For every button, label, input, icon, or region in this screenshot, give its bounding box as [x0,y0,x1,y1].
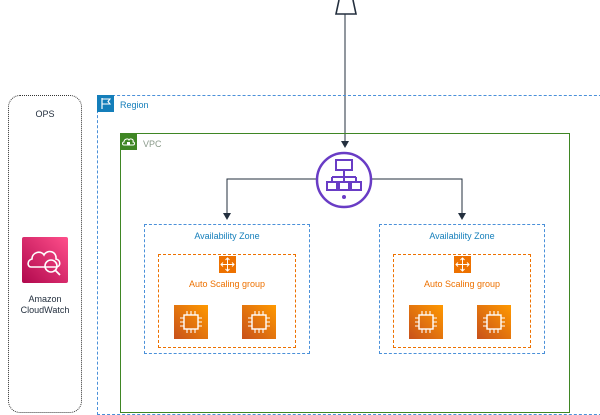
auto-scaling-group-1 [158,254,296,348]
availability-zone-1-label: Availability Zone [194,231,260,241]
vpc-cloud-lock-icon [120,133,137,150]
availability-zone-2-label: Availability Zone [429,231,495,241]
ec2-instance-icon [174,305,208,339]
ec2-instance-icon [242,305,276,339]
cloudwatch-label: Amazon CloudWatch [6,294,84,316]
cloudwatch-icon [22,237,68,283]
ops-title: OPS [35,109,55,119]
availability-zone-2 [379,224,545,354]
elb-to-az2-arrow [372,178,466,220]
auto-scaling-icon [454,256,471,273]
ec2-instance-icon [409,305,443,339]
auto-scaling-group-2 [393,254,531,348]
internet-icon [335,0,357,15]
region-flag-icon [97,95,114,112]
elb-to-az1-arrow [223,178,318,220]
elastic-load-balancer-icon [315,151,373,209]
ec2-instance-icon [477,305,511,339]
connector-arrows [223,14,466,220]
cloudwatch-label-line2: CloudWatch [20,305,70,315]
vpc-label: VPC [143,139,162,149]
auto-scaling-group-2-label: Auto Scaling group [423,279,501,289]
region-label: Region [120,100,149,110]
availability-zone-1 [144,224,310,354]
cloudwatch-label-line1: Amazon [28,294,62,304]
auto-scaling-group-1-label: Auto Scaling group [188,279,266,289]
auto-scaling-icon [219,256,236,273]
